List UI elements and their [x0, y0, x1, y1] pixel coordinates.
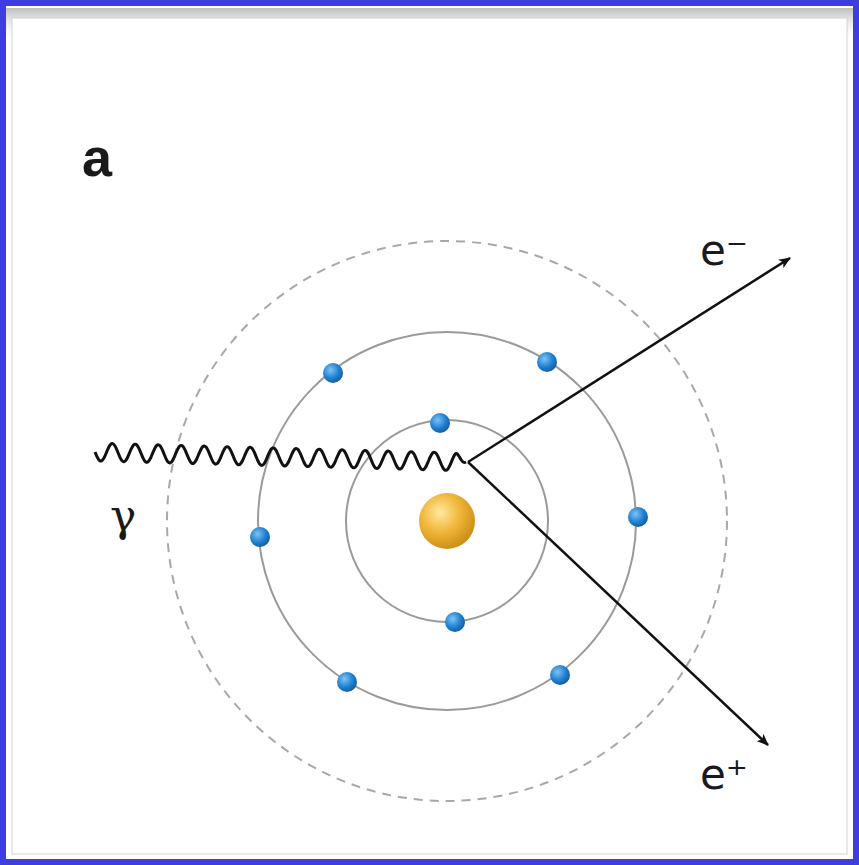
electron-dots: [250, 352, 648, 692]
middle-orbit: [258, 332, 636, 710]
positron-label: e⁺: [700, 752, 748, 798]
photon-label: γ: [110, 492, 136, 540]
electron: [550, 665, 570, 685]
positron-track: [468, 462, 768, 745]
nucleus: [419, 493, 475, 549]
electron: [250, 527, 270, 547]
inner-orbit: [346, 420, 548, 622]
panel-letter: a: [82, 128, 112, 187]
electron: [628, 507, 648, 527]
frame-border: [3, 3, 856, 862]
electron: [445, 612, 465, 632]
photon-wave: [95, 444, 466, 471]
electron: [337, 672, 357, 692]
outer-dashed-orbit: [167, 241, 727, 801]
electron-label: e⁻: [700, 228, 748, 274]
inner-panel: [12, 18, 847, 854]
electron-track: [468, 258, 790, 462]
electron: [537, 352, 557, 372]
electron: [430, 413, 450, 433]
electron: [323, 363, 343, 383]
